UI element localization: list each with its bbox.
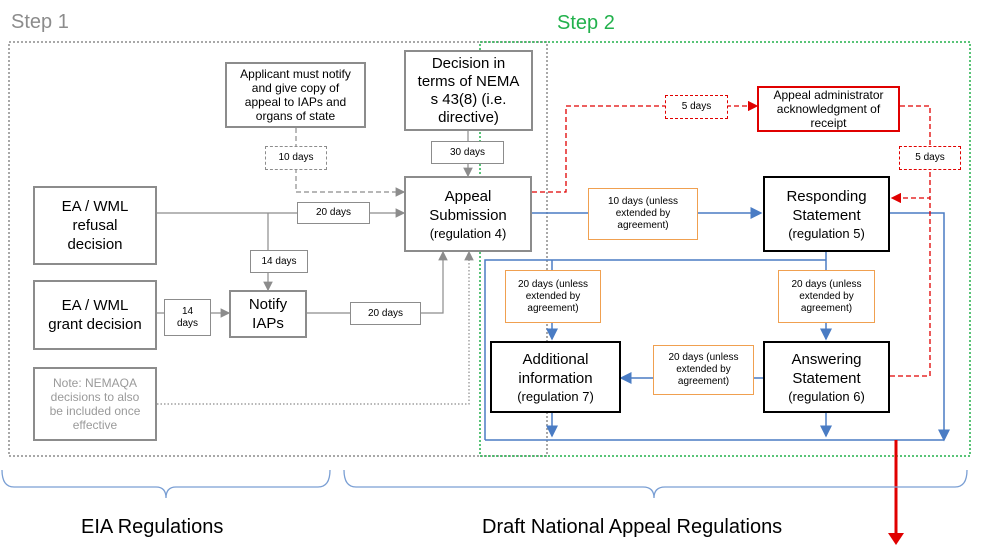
fourteen-days-horiz-label: 14 days (164, 299, 211, 336)
ten-days-unless-label: 10 days (unless extended by agreement) (588, 188, 698, 240)
ea-grant-box: EA / WML grant decision (33, 280, 157, 350)
ea-refusal-box: EA / WML refusal decision (33, 186, 157, 265)
five-days-top-label: 5 days (665, 95, 728, 119)
thirty-days-label: 30 days (431, 141, 504, 164)
responding-statement-box: Responding Statement (regulation 5) (763, 176, 890, 252)
connector (157, 250, 474, 405)
eia-regulations-caption: EIA Regulations (81, 516, 224, 538)
step2-heading: Step 2 (557, 12, 615, 34)
answering-statement-box: Answering Statement (regulation 6) (763, 341, 890, 413)
additional-information-box: Additional information (regulation 7) (490, 341, 621, 413)
twenty-days-mid-label: 20 days (unless extended by agreement) (653, 345, 754, 395)
applicant-notify-box: Applicant must notify and give copy of a… (225, 62, 366, 128)
nemaqa-note-box: Note: NEMAQA decisions to also be includ… (33, 367, 157, 441)
red-exit-arrowhead (888, 533, 904, 545)
connector (295, 128, 406, 197)
draft-appeal-regulations-caption: Draft National Appeal Regulations (482, 516, 783, 538)
five-days-right-label: 5 days (899, 146, 961, 170)
connector (484, 259, 826, 440)
connector (890, 198, 931, 377)
appeal-admin-box: Appeal administrator acknowledgment of r… (757, 86, 900, 132)
brace-eia (1, 469, 331, 499)
twenty-days-notify-label: 20 days (350, 302, 421, 325)
decision-nema-box: Decision in terms of NEMA s 43(8) (i.e. … (404, 50, 533, 131)
twenty-days-left-label: 20 days (unless extended by agreement) (505, 270, 601, 323)
ten-days-label: 10 days (265, 146, 327, 170)
notify-iaps-box: Notify IAPs (229, 290, 307, 338)
fourteen-days-vert-label: 14 days (250, 250, 308, 273)
step1-heading: Step 1 (11, 11, 69, 33)
appeal-submission-box: Appeal Submission (regulation 4) (404, 176, 532, 252)
brace-draft (343, 469, 968, 499)
step1-region (8, 41, 548, 457)
twenty-days-right-label: 20 days (unless extended by agreement) (778, 270, 875, 323)
connector (532, 100, 759, 193)
connector (890, 212, 950, 442)
twenty-days-top-label: 20 days (297, 202, 370, 224)
